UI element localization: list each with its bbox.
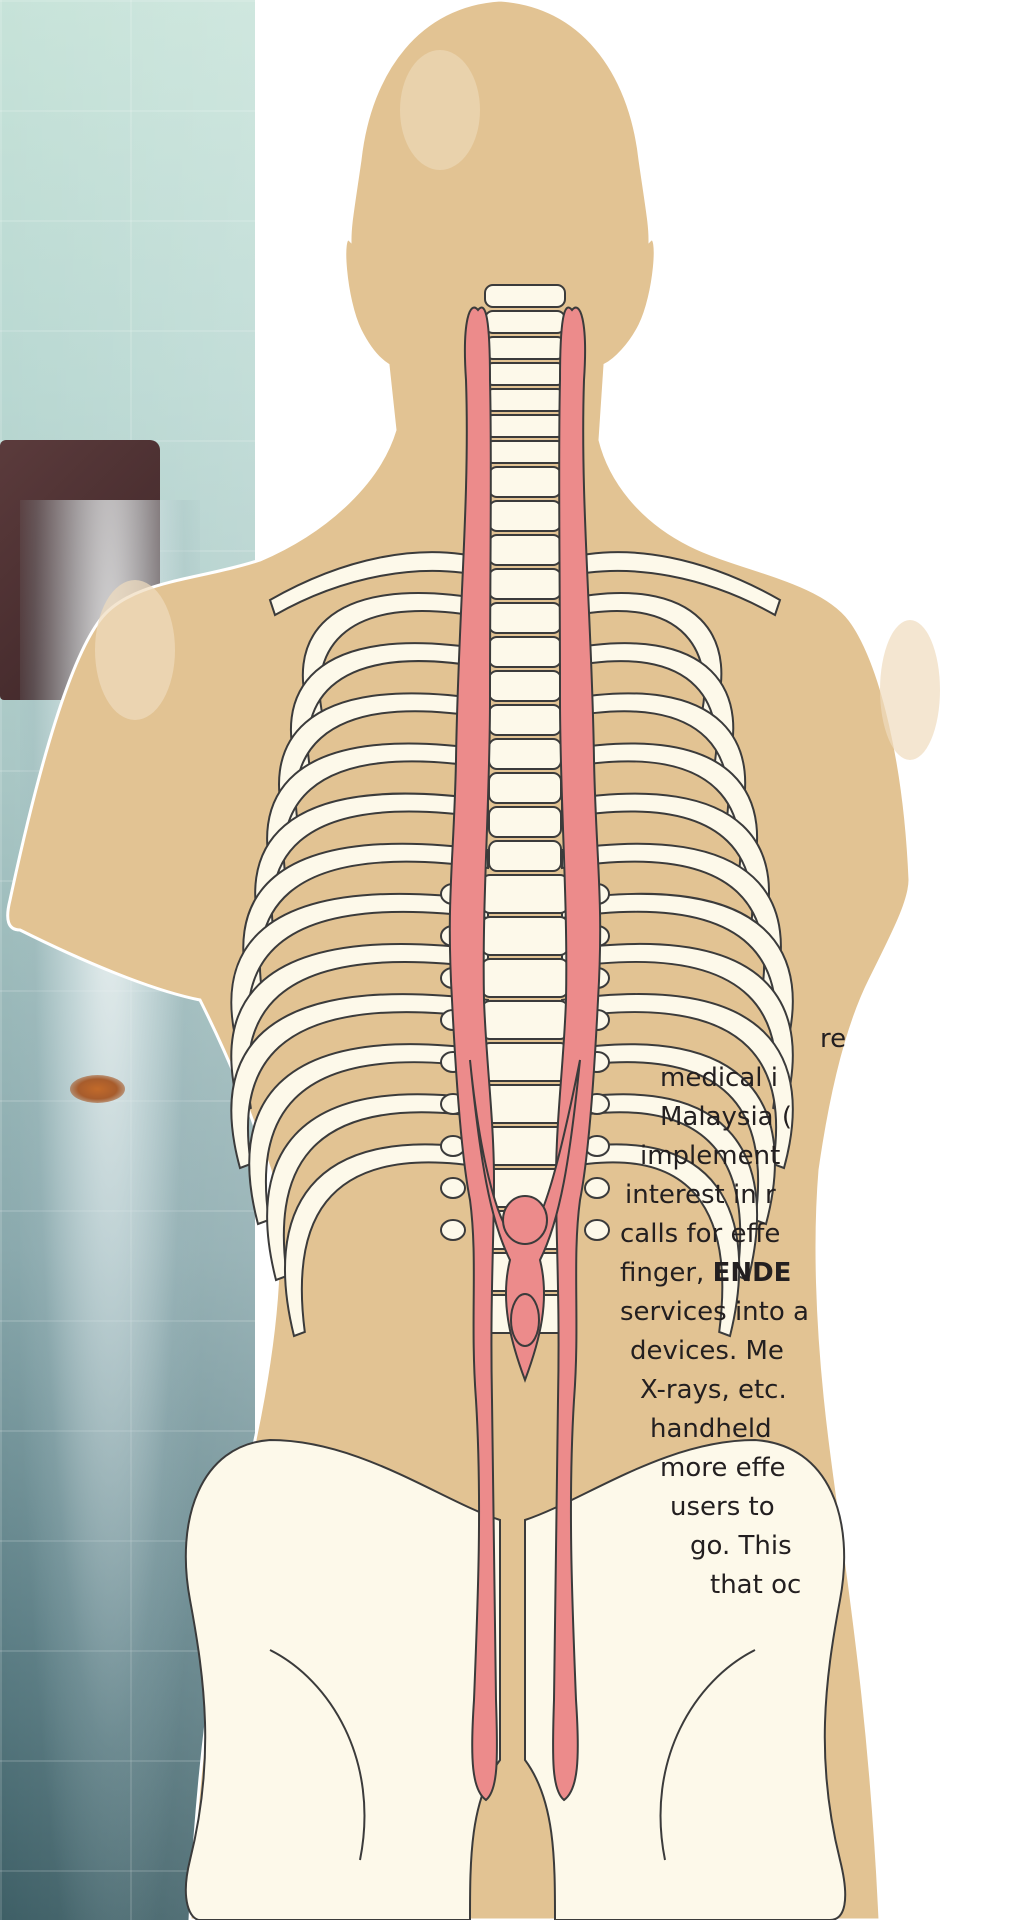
vertebra [482, 875, 568, 913]
vertebra [489, 467, 561, 497]
vertebra [489, 501, 561, 531]
vertebra [485, 415, 565, 437]
vertebra [489, 671, 561, 701]
article-line-text: X-rays, etc. [640, 1375, 787, 1405]
article-line: medical i [620, 1059, 1025, 1098]
transverse-process [441, 1178, 465, 1198]
vertebra [485, 441, 565, 463]
transverse-process [585, 1220, 609, 1240]
vertebra [485, 285, 565, 307]
vertebra [485, 311, 565, 333]
head-highlight [400, 50, 480, 170]
vertebra [489, 841, 561, 871]
vertebra [489, 739, 561, 769]
vertebra [482, 1001, 568, 1039]
article-line: X-rays, etc. [620, 1371, 1025, 1410]
article-line: Malaysia ( [620, 1098, 1025, 1137]
article-line: that oc [620, 1566, 1025, 1605]
article-line-text: services into a [620, 1297, 809, 1327]
article-line: calls for effe [620, 1215, 1025, 1254]
vertebra [489, 773, 561, 803]
vertebra [489, 637, 561, 667]
vertebra [482, 959, 568, 997]
conus-tip [511, 1294, 539, 1346]
article-line-text: implement [640, 1141, 780, 1171]
article-line-text: that oc [710, 1570, 801, 1600]
article-line-text: more effe [660, 1453, 786, 1483]
article-line: re [620, 1020, 1025, 1059]
article-line-text: handheld [650, 1414, 772, 1444]
vertebra [489, 705, 561, 735]
sacral-node [503, 1196, 547, 1244]
article-line: interest in r [620, 1176, 1025, 1215]
transverse-process [585, 1178, 609, 1198]
article-line-text: medical i [660, 1063, 778, 1093]
vertebra [485, 363, 565, 385]
article-line-text: devices. Me [630, 1336, 784, 1366]
article-line: devices. Me [620, 1332, 1025, 1371]
vertebra [489, 603, 561, 633]
transverse-process [441, 1220, 465, 1240]
article-line-text: calls for effe [620, 1219, 780, 1249]
article-line: more effe [620, 1449, 1025, 1488]
article-text: re medical i Malaysia ( implement interest i… [620, 1020, 1025, 1605]
article-line-text: Malaysia ( [660, 1102, 792, 1132]
vertebra [482, 1043, 568, 1081]
article-line-text: users to [670, 1492, 775, 1522]
vertebra [489, 569, 561, 599]
article-line: finger, ENDE [620, 1254, 1025, 1293]
shoulder-highlight-left [95, 580, 175, 720]
vertebra [485, 389, 565, 411]
vertebra [489, 535, 561, 565]
article-line: go. This [620, 1527, 1025, 1566]
vertebra [482, 917, 568, 955]
vertebra [489, 807, 561, 837]
article-line-text: re [820, 1024, 846, 1054]
vertebra [485, 337, 565, 359]
vertebra [482, 1127, 568, 1165]
shoulder-highlight-right [880, 620, 940, 760]
article-line: implement [620, 1137, 1025, 1176]
article-line: users to [620, 1488, 1025, 1527]
article-line-text: finger, [620, 1258, 713, 1288]
article-line-text: go. This [690, 1531, 792, 1561]
article-line-text: interest in r [625, 1180, 776, 1210]
vertebra [482, 1085, 568, 1123]
article-bold-term: ENDE [713, 1258, 792, 1288]
article-line: services into a [620, 1293, 1025, 1332]
article-line: handheld [620, 1410, 1025, 1449]
